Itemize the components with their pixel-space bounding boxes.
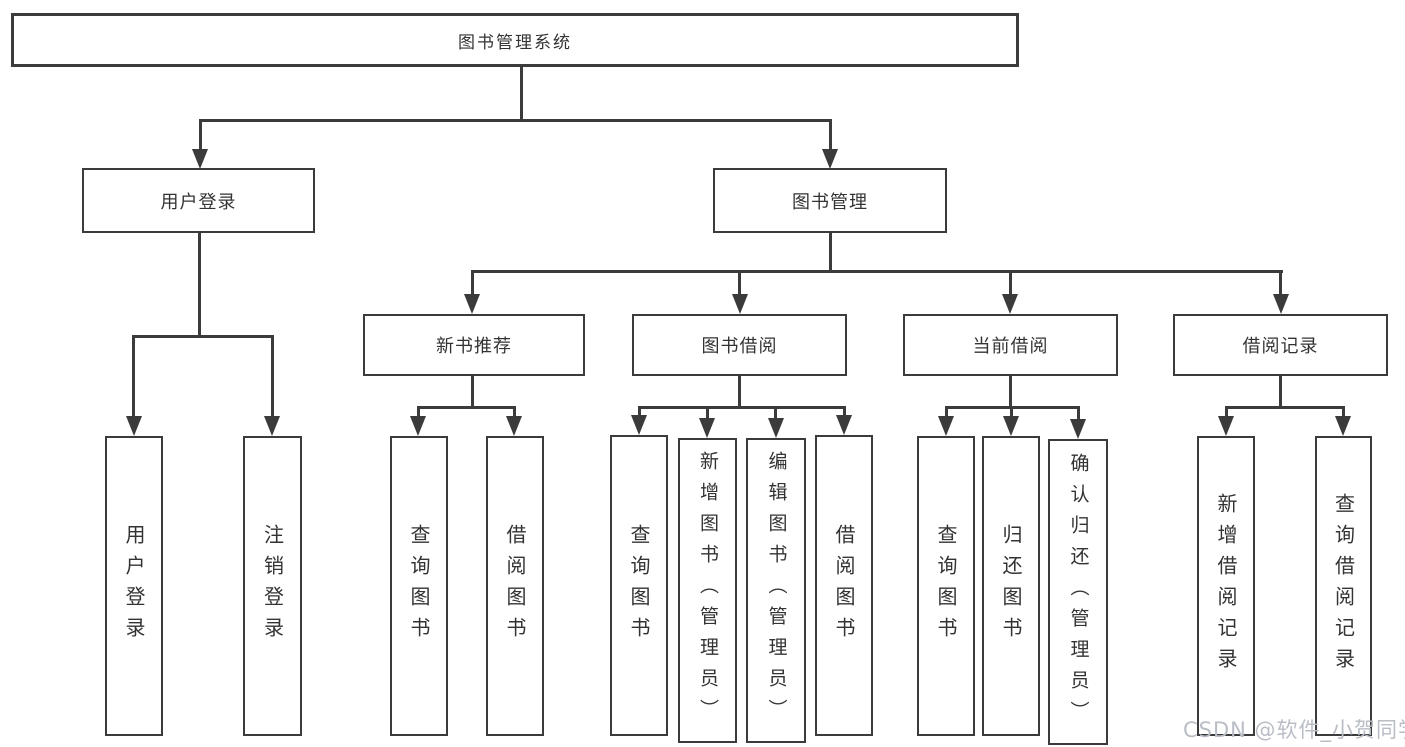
node-label: 查询借阅记录	[1331, 493, 1356, 679]
leaf-recommend-borrow-books: 借阅图书	[486, 436, 544, 736]
node-label: 新增借阅记录	[1214, 493, 1238, 679]
arrowhead	[1273, 294, 1289, 314]
node-label: 确认归还（管理员）	[1067, 452, 1090, 732]
leaf-current-query-books: 查询图书	[917, 436, 975, 736]
node-label: 图书借阅	[701, 336, 778, 357]
line-segment	[1342, 406, 1345, 418]
line-segment	[829, 233, 832, 272]
arrowhead	[126, 416, 142, 436]
arrowhead	[1335, 416, 1351, 436]
leaf-recommend-query-books: 查询图书	[390, 436, 448, 736]
node-label: 借阅图书	[832, 523, 856, 648]
leaf-query-borrow-record: 查询借阅记录	[1315, 436, 1372, 736]
line-segment	[417, 406, 516, 409]
node-label: 注销登录	[260, 524, 285, 648]
arrowhead	[768, 418, 784, 438]
node-label: 借阅图书	[503, 524, 527, 648]
leaf-logout: 注销登录	[243, 436, 302, 736]
line-segment	[471, 376, 474, 408]
leaf-confirm-return-admin: 确认归还（管理员）	[1048, 439, 1108, 745]
line-segment	[1009, 376, 1012, 408]
node-label: 归还图书	[999, 524, 1023, 648]
line-segment	[1279, 270, 1282, 296]
node-label: 查询图书	[934, 524, 958, 648]
arrowhead	[1002, 294, 1018, 314]
node-user-login: 用户登录	[82, 168, 315, 233]
node-book-management: 图书管理	[713, 168, 947, 233]
line-segment	[843, 406, 846, 417]
line-segment	[738, 376, 741, 408]
leaf-borrowing-query-books: 查询图书	[610, 435, 668, 736]
line-segment	[738, 270, 741, 296]
line-segment	[471, 270, 1283, 273]
line-segment	[945, 406, 948, 418]
csdn-watermark: CSDN @软件_小贺同学	[1183, 718, 1405, 742]
leaf-add-borrow-record: 新增借阅记录	[1197, 436, 1255, 736]
arrowhead	[1003, 416, 1019, 436]
line-segment	[132, 335, 135, 418]
node-label: 新书推荐	[436, 336, 512, 357]
arrowhead	[836, 415, 852, 435]
node-label: 当前借阅	[972, 336, 1049, 357]
node-label: 查询图书	[407, 524, 431, 648]
arrowhead	[1070, 419, 1086, 439]
arrowhead	[631, 415, 647, 435]
arrowhead	[822, 149, 838, 169]
leaf-return-books: 归还图书	[982, 436, 1040, 736]
line-segment	[638, 406, 641, 417]
arrowhead	[410, 416, 426, 436]
arrowhead	[938, 416, 954, 436]
arrowhead	[464, 294, 480, 314]
line-segment	[1225, 406, 1344, 409]
arrowhead	[732, 294, 748, 314]
line-segment	[706, 406, 709, 420]
line-segment	[1279, 376, 1282, 408]
line-segment	[198, 233, 201, 337]
node-label: 新增图书（管理员）	[697, 451, 719, 730]
leaf-user-login: 用户登录	[105, 436, 163, 736]
node-label: 借阅记录	[1242, 336, 1319, 357]
line-segment	[1225, 406, 1228, 418]
leaf-borrowing-borrow-books: 借阅图书	[815, 435, 873, 736]
line-segment	[471, 270, 474, 296]
node-label: 用户登录	[122, 524, 146, 648]
line-segment	[133, 335, 274, 338]
leaf-edit-books-admin: 编辑图书（管理员）	[746, 438, 806, 743]
line-segment	[417, 406, 420, 418]
line-segment	[1010, 406, 1013, 418]
arrowhead	[264, 416, 280, 436]
node-current-borrowing: 当前借阅	[903, 314, 1118, 376]
node-label: 查询图书	[627, 523, 651, 648]
node-label: 编辑图书（管理员）	[765, 451, 788, 730]
node-book-borrowing: 图书借阅	[632, 314, 847, 376]
line-segment	[520, 67, 523, 120]
line-segment	[513, 406, 516, 418]
arrowhead	[699, 418, 715, 438]
node-borrowing-records: 借阅记录	[1173, 314, 1388, 376]
line-segment	[271, 335, 274, 418]
node-new-book-recommend: 新书推荐	[363, 314, 585, 376]
node-label: 用户登录	[160, 191, 237, 213]
arrowhead	[506, 416, 522, 436]
line-segment	[829, 119, 832, 152]
leaf-add-books-admin: 新增图书（管理员）	[678, 438, 737, 743]
line-segment	[1009, 270, 1012, 296]
line-segment	[1077, 406, 1080, 421]
node-label: 图书管理系统	[458, 32, 572, 53]
line-segment	[199, 119, 202, 152]
line-segment	[774, 406, 777, 420]
line-segment	[199, 119, 832, 122]
node-library-management-system: 图书管理系统	[11, 13, 1019, 67]
arrowhead	[192, 149, 208, 169]
node-label: 图书管理	[792, 191, 868, 213]
arrowhead	[1218, 416, 1234, 436]
line-segment	[638, 406, 846, 409]
